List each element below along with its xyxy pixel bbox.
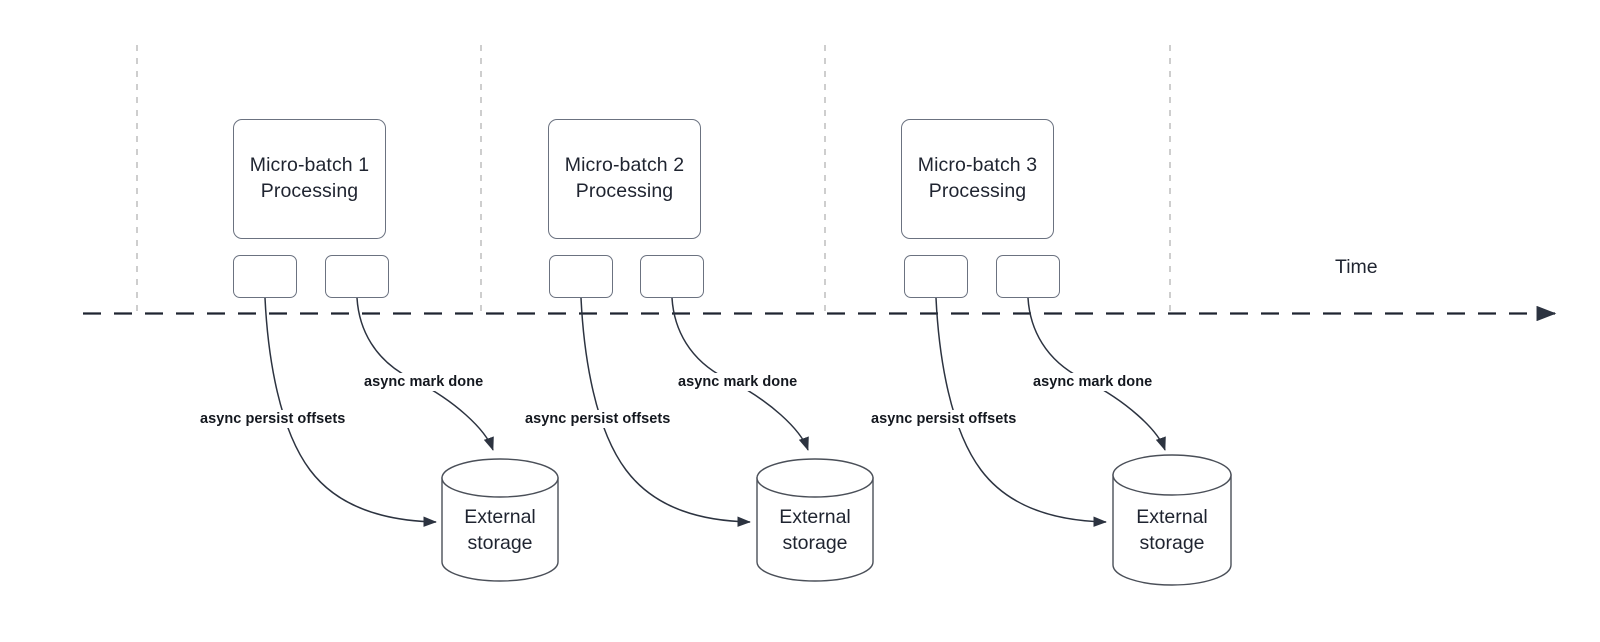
micro-batch-3-persist-task-box[interactable] [904,255,968,298]
micro-batch-2-persist-task-box[interactable] [549,255,613,298]
micro-batch-1-persist-task-box[interactable] [233,255,297,298]
batch-1-mark-done-label: async mark done [362,373,486,391]
micro-batch-2-mark-done-task-box[interactable] [640,255,704,298]
external-storage-cylinder-3 [1112,454,1232,586]
external-storage-cylinder-1 [441,458,559,582]
micro-batch-3-mark-done-task-box[interactable] [996,255,1060,298]
batch-separators [136,45,1171,314]
batch-3-mark-done-label: async mark done [1031,373,1155,391]
persist-offsets-path-1 [264,297,437,527]
persist-offsets-path-2 [580,297,751,527]
micro-batch-1-mark-done-task-box[interactable] [325,255,389,298]
micro-batch-2-processing-box[interactable]: Micro-batch 2 Processing [548,119,701,239]
batch-1-persist-offsets-label: async persist offsets [198,410,348,428]
persist-offsets-path-3 [935,297,1107,527]
batch-3-persist-offsets-label: async persist offsets [869,410,1019,428]
micro-batch-1-processing-box[interactable]: Micro-batch 1 Processing [233,119,386,239]
external-storage-cylinder-2 [756,458,874,582]
batch-2-persist-offsets-label: async persist offsets [523,410,673,428]
time-axis-label: Time [1335,256,1378,278]
batch-2-mark-done-label: async mark done [676,373,800,391]
micro-batch-3-processing-box[interactable]: Micro-batch 3 Processing [901,119,1054,239]
